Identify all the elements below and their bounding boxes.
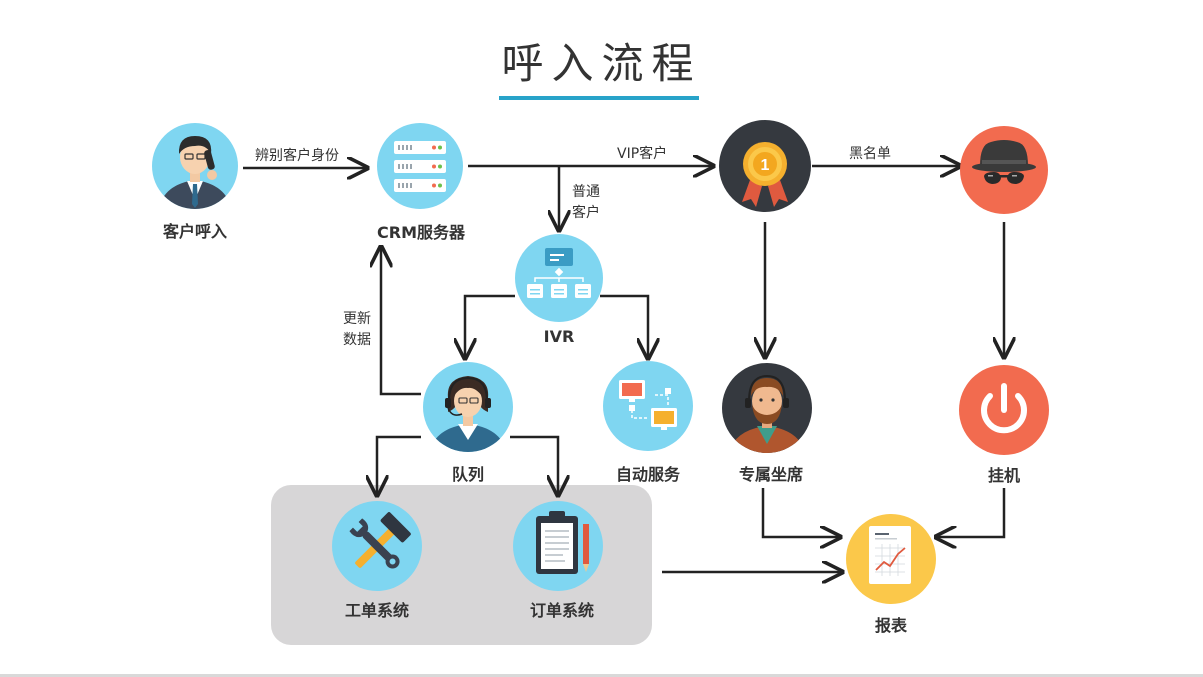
arrow-agent-report	[761, 488, 840, 537]
medal-icon: 1	[719, 120, 811, 212]
arrow-queue-order	[510, 435, 558, 495]
arrow-queue-ticket	[377, 435, 421, 495]
report-label: 报表	[874, 616, 908, 635]
edge-label-update: 更新数据	[343, 311, 371, 348]
flowchart-icon	[515, 234, 603, 322]
medal-number: 1	[761, 157, 770, 174]
arrows	[243, 166, 1004, 572]
customer-phone-icon	[152, 123, 238, 209]
edge-label-identify: 辨别客户身份	[255, 148, 339, 164]
arrow-ivr-auto	[600, 294, 648, 358]
bottom-rule	[0, 674, 1203, 677]
agent-headset-icon	[423, 362, 513, 452]
crm-label: CRM服务器	[377, 223, 465, 242]
edge-label-vip: VIP客户	[617, 146, 668, 162]
edge-label-normal: 普通客户	[572, 184, 600, 221]
hangup-label: 挂机	[987, 466, 1021, 485]
monitors-icon	[603, 361, 693, 451]
arrow-queue-crm	[381, 247, 421, 396]
auto-service-label: 自动服务	[615, 465, 681, 484]
title-underline	[499, 96, 699, 100]
ivr-label: IVR	[543, 327, 575, 346]
order-system-label: 订单系统	[529, 601, 595, 620]
arrow-ivr-queue	[465, 294, 515, 358]
bearded-agent-icon	[722, 363, 812, 453]
ticket-system-label: 工单系统	[344, 601, 410, 620]
arrow-hangup-report	[936, 488, 1006, 537]
power-icon	[959, 365, 1049, 455]
report-chart-icon	[846, 514, 936, 604]
server-icon	[377, 123, 463, 209]
queue-label: 队列	[451, 465, 485, 484]
tools-icon	[332, 501, 422, 591]
page-title: 呼入流程	[501, 39, 702, 88]
dedicated-agent-label: 专属坐席	[738, 465, 804, 484]
clipboard-icon	[513, 501, 603, 591]
edge-label-blacklist: 黑名单	[849, 146, 891, 162]
spy-icon	[960, 126, 1048, 214]
customer-label: 客户呼入	[162, 222, 228, 241]
